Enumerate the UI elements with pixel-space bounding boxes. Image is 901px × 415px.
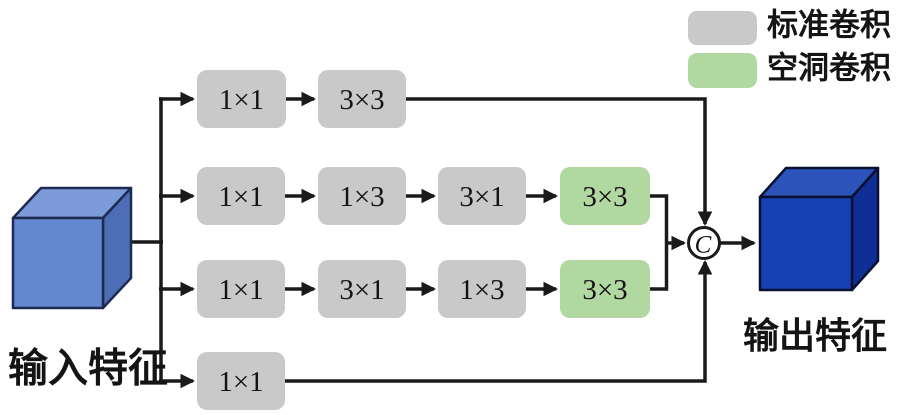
conv-box-branch2-node2: 1×3: [318, 167, 406, 225]
output-cube-front-face: [758, 195, 854, 292]
conv-box-label: 1×3: [459, 274, 504, 306]
legend-dilated-swatch: [688, 53, 757, 88]
conv-box-branch3-node2: 3×1: [318, 260, 406, 318]
conv-box-rect: [197, 260, 285, 318]
legend-standard-label: 标准卷积: [767, 8, 891, 43]
conv-box-label: 3×1: [459, 181, 504, 213]
conv-box-label: 3×3: [582, 181, 627, 213]
conv-box-branch3-node4-dilated: 3×3: [560, 260, 650, 318]
legend-dilated-label: 空洞卷积: [767, 51, 891, 86]
conv-box-rect: [318, 70, 406, 128]
conv-box-rect: [197, 352, 285, 410]
conv-box-label: 1×1: [219, 84, 264, 116]
conv-box-branch2-node1: 1×1: [197, 167, 285, 225]
conv-box-branch2-node4-dilated: 3×3: [560, 167, 650, 225]
conv-box-label: 3×3: [339, 84, 384, 116]
concat-node: C: [687, 226, 721, 260]
conv-box-branch1-node1: 1×1: [197, 70, 286, 128]
conv-box-branch4-node1: 1×1: [197, 352, 285, 410]
conv-box-label: 1×1: [218, 181, 263, 213]
conv-box-rect: [438, 260, 526, 318]
output-feature-label: 输出特征: [743, 316, 887, 356]
conv-box-rect: [318, 260, 406, 318]
branch1-to-concat-arrow: [406, 97, 713, 227]
conv-box-branch3-node1: 1×1: [197, 260, 285, 318]
conv-box-branch1-node2: 3×3: [318, 70, 406, 128]
concat-symbol: C: [695, 232, 712, 259]
conv-box-rect: [197, 167, 285, 225]
conv-box-rect: [560, 167, 650, 225]
branch4-to-concat-arrow: [285, 259, 713, 383]
conv-box-label: 1×1: [218, 274, 263, 306]
conv-box-label: 3×1: [339, 274, 384, 306]
conv-box-branch2-node3: 3×1: [438, 167, 526, 225]
output-feature-cube: [758, 166, 880, 292]
conv-box-rect: [318, 167, 406, 225]
branch2-3-merge-line: [650, 194, 669, 291]
conv-box-rect: [438, 167, 526, 225]
concat-circle: [687, 226, 721, 260]
connector-wires: [128, 91, 757, 389]
conv-box-label: 1×3: [339, 181, 384, 213]
conv-box-rect: [197, 70, 286, 128]
input-feature-label: 输入特征: [8, 346, 168, 391]
input-feature-cube: [11, 186, 133, 310]
conv-box-branch3-node3: 1×3: [438, 260, 526, 318]
legend: 标准卷积 空洞卷积: [688, 8, 891, 88]
legend-standard-swatch: [688, 11, 757, 45]
conv-box-rect: [560, 260, 650, 318]
input-cube-front-face: [11, 216, 105, 310]
conv-box-label: 1×1: [218, 366, 263, 398]
conv-box-label: 3×3: [582, 274, 627, 306]
